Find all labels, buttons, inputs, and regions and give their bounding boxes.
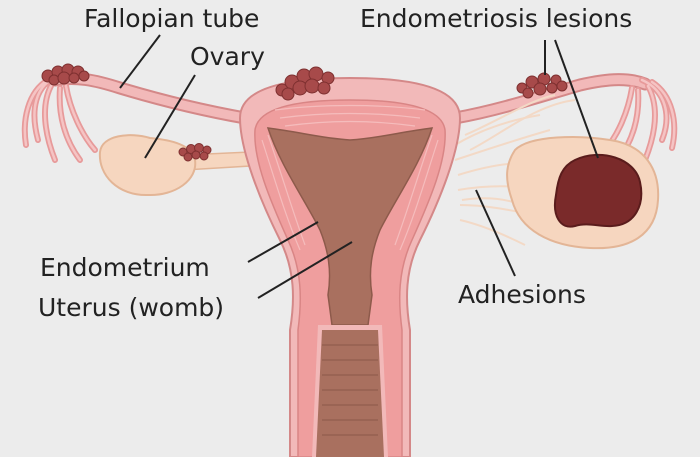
leader-adhesions [475, 189, 516, 277]
left-ovary [98, 134, 251, 197]
label-endometrium: Endometrium [40, 253, 210, 282]
leader-ovary [144, 74, 196, 159]
lesion-left-tube [41, 63, 90, 86]
lesion-uterus-top [275, 66, 335, 101]
leader-endometrium [247, 221, 319, 263]
leader-lesions-cyst [554, 39, 599, 159]
label-endometriosis-lesions: Endometriosis lesions [360, 4, 632, 33]
label-uterus: Uterus (womb) [38, 293, 224, 322]
uterus [238, 76, 462, 457]
leader-uterus [257, 241, 353, 299]
label-fallopian-tube: Fallopian tube [84, 4, 259, 33]
leader-lines [119, 34, 599, 299]
endometrioma-cyst [554, 153, 643, 228]
right-fallopian-tube [448, 73, 678, 163]
lesion-right-tube [516, 72, 568, 99]
leader-fallopian-tube [119, 34, 161, 89]
label-ovary: Ovary [190, 42, 265, 71]
lesion-ligament [178, 143, 212, 162]
label-adhesions: Adhesions [458, 280, 586, 309]
